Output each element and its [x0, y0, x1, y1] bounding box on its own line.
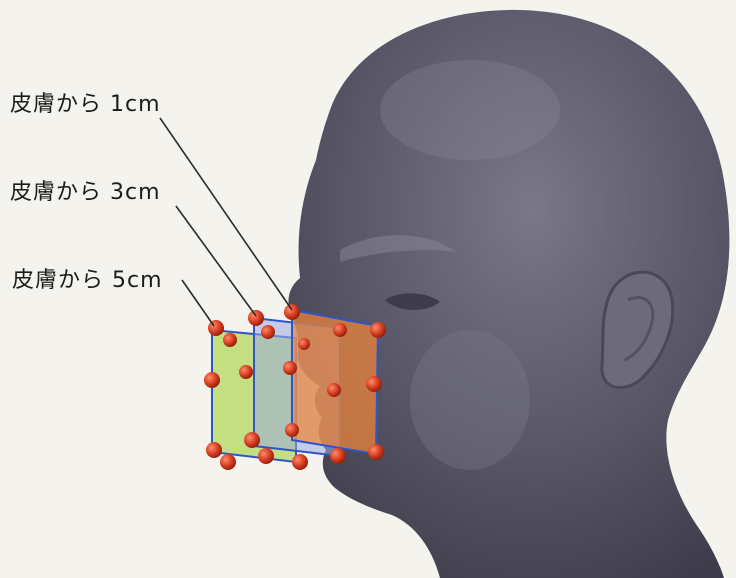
marker-point [298, 338, 310, 350]
mannequin-head-figure [288, 10, 729, 578]
cheek-highlight [410, 330, 530, 470]
leader-line-5cm [182, 280, 214, 326]
marker-point [370, 322, 386, 338]
marker-point [223, 333, 237, 347]
marker-point [327, 383, 341, 397]
marker-point [284, 304, 300, 320]
marker-point [220, 454, 236, 470]
marker-point [248, 310, 264, 326]
marker-point [206, 442, 222, 458]
marker-point [333, 323, 347, 337]
label-5cm: 皮膚から 5cm [12, 262, 163, 294]
marker-point [368, 444, 384, 460]
marker-point [208, 320, 224, 336]
forehead-highlight [380, 60, 560, 160]
marker-point [292, 454, 308, 470]
marker-point [285, 423, 299, 437]
marker-point [330, 448, 346, 464]
leader-line-1cm [160, 118, 292, 310]
label-3cm: 皮膚から 3cm [10, 174, 161, 206]
marker-point [204, 372, 220, 388]
marker-point [261, 325, 275, 339]
leader-line-3cm [176, 206, 256, 316]
marker-point [244, 432, 260, 448]
marker-point [366, 376, 382, 392]
label-1cm: 皮膚から 1cm [10, 86, 161, 118]
marker-point [283, 361, 297, 375]
marker-point [239, 365, 253, 379]
marker-point [258, 448, 274, 464]
